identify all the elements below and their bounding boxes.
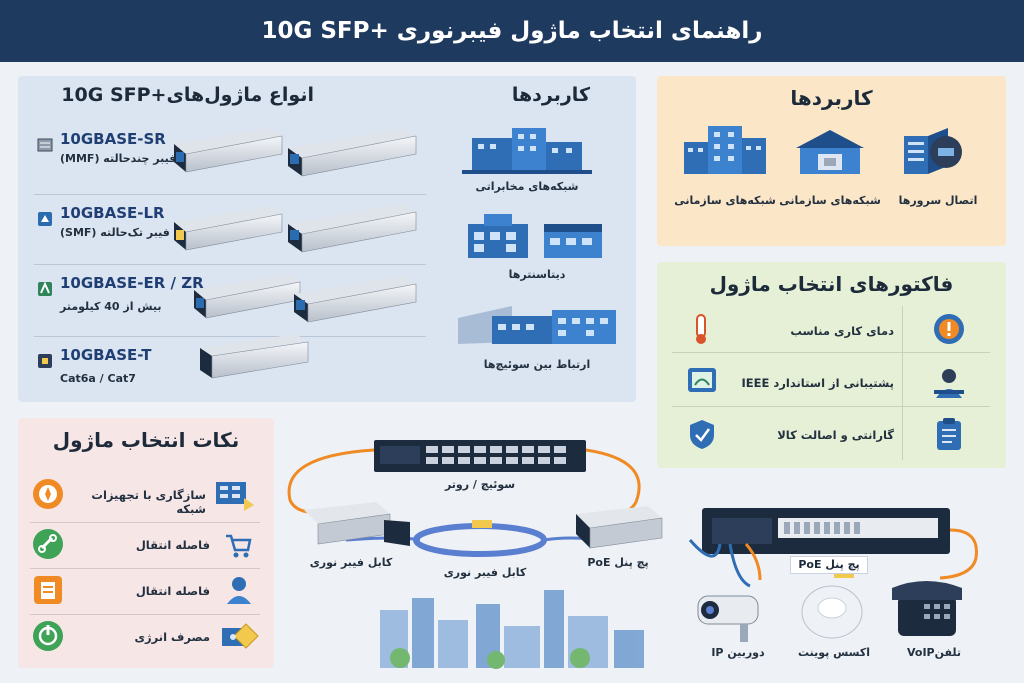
divider — [30, 614, 260, 615]
divider — [672, 352, 990, 353]
cart-icon — [226, 534, 252, 558]
fiber-cable-label-mid: کابل فیبر نوری — [443, 566, 527, 579]
sfp-module-sr-1 — [174, 128, 283, 173]
sfp-module-er-2 — [294, 276, 417, 323]
factors-title: فاکتورهای انتخاب ماژول — [709, 272, 954, 296]
app-label-enterprise-1: شبکه‌های سازمانی — [779, 194, 881, 207]
sfp-module-lr-1 — [174, 206, 283, 251]
server-rack-icon — [904, 128, 962, 174]
divider — [34, 336, 426, 337]
sfp-module-lr-2 — [288, 204, 417, 253]
page-title: راهنمای انتخاب ماژول فیبرنوری +10G SFP — [261, 18, 763, 44]
switch-device — [374, 440, 586, 472]
module-row-sr: 10GBASE-SR فیبر چندحالته (MMF) — [34, 128, 434, 188]
app-label-servers: اتصال سرورها — [898, 194, 978, 207]
tip-compatibility: سازگاری با تجهیزات شبکه — [91, 488, 206, 516]
module-row-lr: 10GBASE-LR فیبر تک‌حالته (SMF) — [34, 202, 434, 262]
distance-icon — [38, 281, 52, 296]
module-sub: Cat6a / Cat7 — [60, 372, 136, 385]
ip-camera-icon — [697, 595, 759, 642]
copper-icon — [38, 354, 52, 368]
switch-label: سوئیچ / روتر — [444, 478, 516, 491]
sfp-module-sr-2 — [288, 128, 417, 177]
network-icon — [38, 212, 52, 226]
divider — [902, 306, 903, 460]
tip-distance-2: فاصله انتقال — [135, 584, 210, 598]
network-device-icon — [216, 482, 254, 511]
fiber-network-diagram — [287, 440, 663, 669]
tip-distance-1: فاصله انتقال — [135, 538, 210, 552]
ip-camera-label: دوربین IP — [711, 646, 765, 659]
divider — [672, 406, 990, 407]
module-sub: فیبر تک‌حالته (SMF) — [60, 226, 170, 239]
user-icon — [227, 577, 251, 604]
warning-icon — [934, 314, 964, 344]
app-label-switch: ارتباط بین سوئیچ‌ها — [483, 358, 591, 371]
datacenter-icon — [468, 214, 602, 258]
access-point-icon — [801, 585, 863, 639]
page-header: راهنمای انتخاب ماژول فیبرنوری +10G SFP — [0, 0, 1024, 62]
factor-ieee: پشتیبانی از استاندارد IEEE — [741, 376, 895, 390]
voip-phone-icon — [892, 581, 962, 636]
applications-title-left: کاربردها — [511, 84, 590, 106]
module-sub: فیبر چندحالته (MMF) — [60, 152, 177, 165]
app-label-enterprise-2: شبکه‌های سازمانی — [674, 194, 776, 207]
poe-patch-label: پچ پنل PoE — [587, 556, 649, 569]
module-name: 10GBASE-ER / ZR — [60, 274, 204, 292]
fiber-cable-label-left: کابل فیبر نوری — [309, 556, 393, 569]
divider — [30, 568, 260, 569]
sfp-module-er-1 — [194, 274, 301, 319]
switch-interconnect-icon — [458, 306, 616, 344]
enterprise-building-icon — [796, 130, 864, 174]
access-point-label: اکسس پوینت — [797, 646, 871, 659]
applications-title: کاربردها — [790, 86, 873, 110]
telecom-network-icon — [462, 128, 592, 174]
poe-connection-diagram — [688, 508, 978, 642]
sfp-module-right — [576, 506, 663, 549]
sfp-module-copper — [200, 334, 309, 379]
document-icon — [34, 576, 62, 604]
module-sub: بیش از 40 کیلومتر — [60, 300, 162, 313]
clipboard-icon — [937, 418, 961, 450]
voip-phone-label: تلفنVoIP — [906, 646, 962, 659]
factor-temperature: دمای کاری مناسب — [790, 324, 894, 338]
city-skyline — [380, 590, 644, 669]
energy-icon — [33, 621, 63, 651]
divider — [34, 194, 426, 195]
tips-title: نکات انتخاب ماژول — [52, 428, 240, 452]
divider — [34, 264, 426, 265]
module-name: 10GBASE-SR — [60, 130, 166, 148]
module-row-t: 10GBASE-T Cat6a / Cat7 — [34, 344, 434, 404]
app-label-telecom: شبکه‌های مخابراتی — [475, 180, 579, 193]
divider — [30, 522, 260, 523]
power-module-icon — [222, 623, 259, 649]
sfp-modules-illustration — [174, 128, 417, 379]
module-name: 10GBASE-LR — [60, 204, 165, 222]
poe-patch-tag: پچ پنل PoE — [790, 556, 868, 574]
tip-energy: مصرف انرژی — [134, 630, 210, 644]
enterprise-towers-icon — [684, 126, 766, 174]
server-icon — [37, 138, 53, 152]
link-icon — [33, 529, 63, 559]
factor-warranty: گارانتی و اصالت کالا — [777, 428, 894, 442]
app-label-datacenter: دیتاسنترها — [508, 268, 566, 281]
ieee-standard-icon — [688, 368, 716, 392]
module-row-er: 10GBASE-ER / ZR بیش از 40 کیلومتر — [34, 272, 434, 332]
module-name: 10GBASE-T — [60, 346, 152, 364]
sfp-module-left — [304, 502, 410, 546]
support-agent-icon — [934, 369, 964, 398]
module-types-title: انواع ماژول‌های+10G SFP — [61, 84, 314, 106]
shield-check-icon — [690, 420, 714, 449]
compass-icon — [33, 479, 63, 509]
thermometer-icon — [696, 314, 706, 344]
